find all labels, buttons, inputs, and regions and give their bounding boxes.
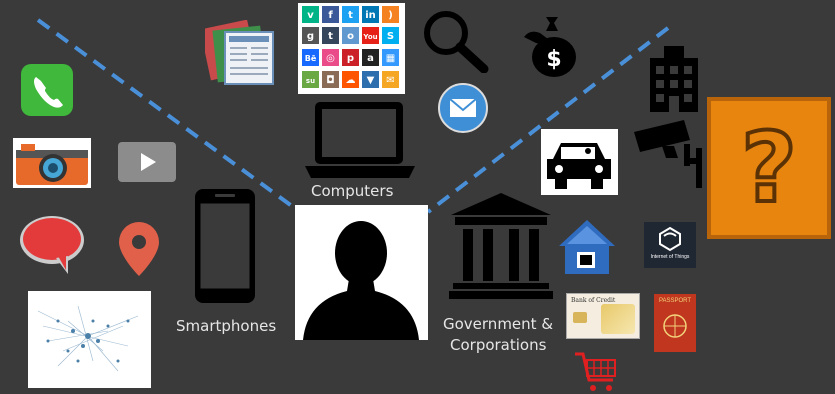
credit-card-icon: Bank of Credit — [566, 293, 640, 339]
svg-text:Bē: Bē — [305, 54, 317, 63]
iot-label: Internet of Things — [650, 254, 690, 260]
rss-icon — [382, 6, 399, 23]
shopping-cart-icon — [573, 350, 621, 394]
tumblr-icon — [322, 27, 339, 44]
skype-icon — [382, 27, 399, 44]
svg-text:v: v — [307, 10, 314, 21]
thumbs-icon — [362, 71, 379, 88]
twitter-icon — [342, 6, 359, 23]
pinterest-icon — [342, 49, 359, 66]
smart-home-icon — [557, 218, 617, 276]
svg-text:$: $ — [546, 47, 561, 72]
reddit-icon — [342, 27, 359, 44]
google-icon — [302, 27, 319, 44]
bank-card-label: Bank of Credit — [571, 297, 616, 304]
computers-label: Computers — [311, 182, 394, 200]
chat-bubble-icon — [18, 214, 86, 276]
linkedin-icon — [362, 6, 379, 23]
laptop-icon — [305, 100, 417, 182]
phone-app-icon — [20, 63, 74, 117]
svg-text:t: t — [328, 31, 333, 42]
svg-text:t: t — [348, 10, 353, 21]
smartphones-label: Smartphones — [176, 317, 277, 335]
svg-text:You: You — [362, 33, 377, 41]
svg-text:a: a — [367, 53, 374, 64]
right-dashed-line — [426, 26, 670, 214]
government-building-icon — [449, 193, 554, 303]
government-label-line2: Corporations — [450, 336, 547, 354]
money-bag-icon: $ — [522, 13, 578, 79]
soundcloud-icon — [342, 71, 359, 88]
camera-icon — [13, 138, 91, 188]
passport-icon: PASSPORT — [654, 294, 696, 352]
car-icon — [541, 129, 618, 195]
svg-text:▼: ▼ — [367, 75, 375, 86]
svg-text:☁: ☁ — [346, 75, 356, 86]
office-building-icon — [648, 44, 700, 114]
behance-icon — [302, 49, 319, 66]
delicious-icon — [382, 49, 399, 66]
news-feed-icon — [205, 20, 277, 86]
email-icon — [437, 82, 489, 134]
dribbble-icon — [322, 49, 339, 66]
svg-text:◎: ◎ — [326, 53, 335, 64]
left-dashed-line — [36, 18, 302, 214]
question-mark-icon: ? — [739, 110, 799, 226]
government-label-line1: Government & — [443, 315, 554, 333]
svg-text:f: f — [328, 10, 333, 21]
unknown-question-box: ? — [707, 97, 831, 239]
svg-text:p: p — [347, 53, 354, 64]
svg-text:su: su — [306, 77, 315, 85]
search-icon — [420, 7, 490, 73]
video-play-icon — [118, 142, 176, 182]
svg-text:▦: ▦ — [386, 53, 395, 64]
cctv-camera-icon — [632, 118, 704, 188]
stumbleupon-icon — [302, 71, 319, 88]
network-graph-image — [28, 291, 151, 388]
person-avatar — [295, 205, 428, 340]
location-pin-icon — [114, 220, 164, 278]
youtube-icon — [362, 27, 379, 44]
vine-icon — [302, 6, 319, 23]
mail-icon — [382, 71, 399, 88]
iot-badge: Internet of Things — [644, 222, 696, 268]
svg-text:✉: ✉ — [386, 75, 394, 86]
svg-text:): ) — [388, 10, 393, 21]
svg-text:◘: ◘ — [326, 75, 334, 86]
smartphone-icon — [193, 187, 257, 305]
instagram-icon — [322, 71, 339, 88]
amazon-icon — [362, 49, 379, 66]
svg-text:in: in — [365, 10, 376, 21]
svg-text:S: S — [387, 31, 394, 42]
facebook-icon — [322, 6, 339, 23]
svg-text:g: g — [307, 31, 314, 42]
svg-text:o: o — [347, 31, 354, 42]
card-chip — [573, 312, 587, 323]
passport-label: PASSPORT — [658, 298, 692, 304]
